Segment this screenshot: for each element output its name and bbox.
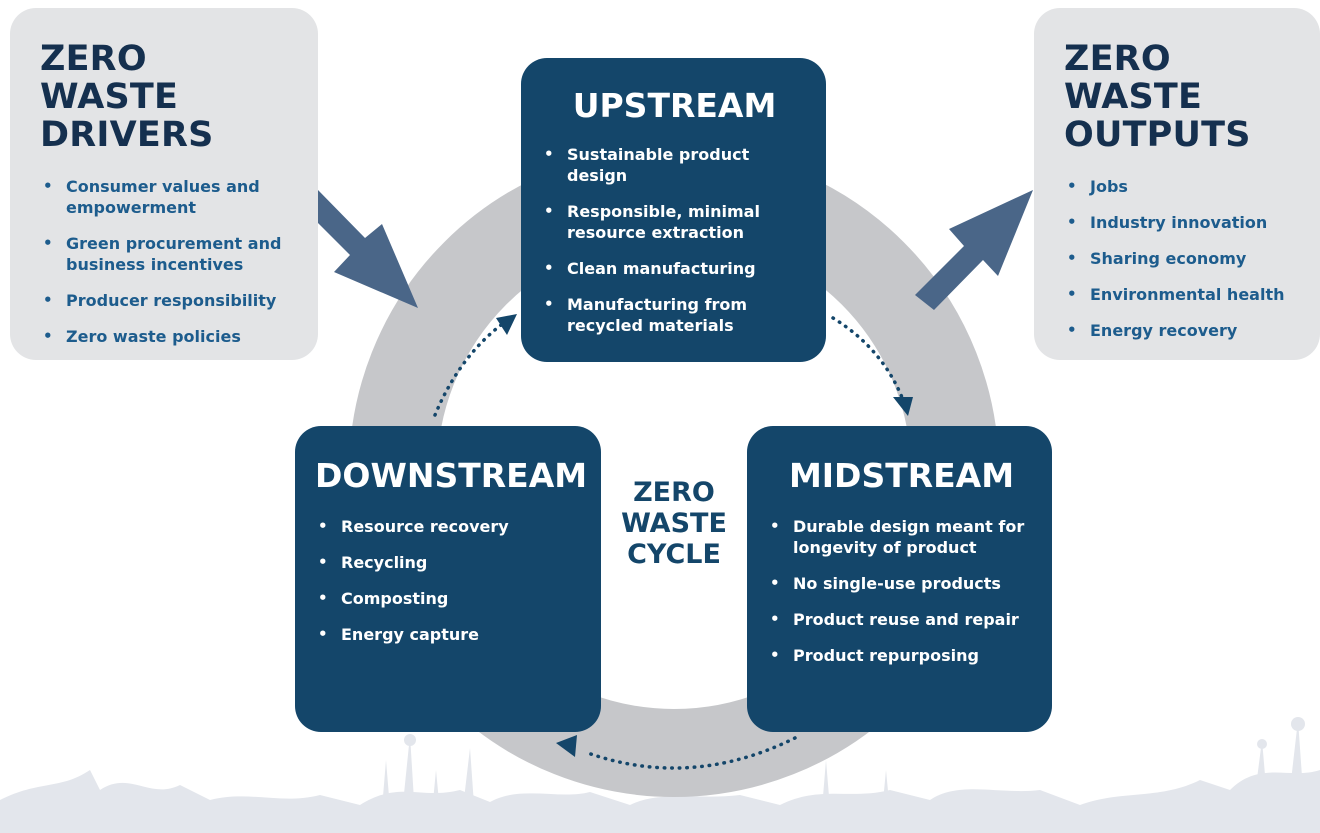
outputs-arrow-icon <box>915 190 1033 310</box>
list-item: Sustainable product design <box>541 144 808 186</box>
center-label-line-1: ZERO <box>633 477 715 508</box>
grass-decoration <box>0 717 1320 833</box>
dotted-arrow-downstream-to-upstream <box>433 320 507 417</box>
dotted-arrow-head-1-icon <box>893 397 913 416</box>
midstream-list: Durable design meant for longevity of pr… <box>767 516 1036 666</box>
midstream-card: MIDSTREAM Durable design meant for longe… <box>747 426 1052 732</box>
list-item: Manufacturing from recycled materials <box>541 294 808 336</box>
drivers-list: Consumer values and empowerment Green pr… <box>40 176 296 347</box>
list-item: Sharing economy <box>1064 248 1310 269</box>
outputs-card: ZERO WASTE OUTPUTS Jobs Industry innovat… <box>1034 8 1320 360</box>
list-item: Product reuse and repair <box>767 609 1036 630</box>
dotted-arrow-head-2-icon <box>556 735 577 757</box>
dotted-arrow-head-3-icon <box>496 314 517 335</box>
list-item: Consumer values and empowerment <box>40 176 296 218</box>
list-item: Recycling <box>315 552 583 573</box>
list-item: Composting <box>315 588 583 609</box>
list-item: Jobs <box>1064 176 1310 197</box>
drivers-title: ZERO WASTE DRIVERS <box>40 40 296 154</box>
downstream-title: DOWNSTREAM <box>315 456 588 495</box>
list-item: Energy recovery <box>1064 320 1310 341</box>
outputs-title-line-2: OUTPUTS <box>1064 115 1251 155</box>
list-item: Green procurement and business incentive… <box>40 233 296 275</box>
center-label-line-2: WASTE <box>621 508 727 539</box>
list-item: Clean manufacturing <box>541 258 808 279</box>
list-item: Energy capture <box>315 624 583 645</box>
list-item: Producer responsibility <box>40 290 296 311</box>
list-item: Responsible, minimal resource extraction <box>541 201 808 243</box>
drivers-arrow-icon <box>303 190 418 308</box>
list-item: Product repurposing <box>767 645 1036 666</box>
list-item: No single-use products <box>767 573 1036 594</box>
list-item: Durable design meant for longevity of pr… <box>767 516 1036 558</box>
drivers-title-line-1: ZERO WASTE <box>40 39 179 117</box>
drivers-card: ZERO WASTE DRIVERS Consumer values and e… <box>10 8 318 360</box>
midstream-title: MIDSTREAM <box>788 456 1015 495</box>
upstream-list: Sustainable product design Responsible, … <box>541 144 808 336</box>
outputs-title-line-1: ZERO WASTE <box>1064 39 1203 117</box>
drivers-title-line-2: DRIVERS <box>40 115 214 155</box>
downstream-card: DOWNSTREAM Resource recovery Recycling C… <box>295 426 601 732</box>
upstream-card: UPSTREAM Sustainable product design Resp… <box>521 58 826 362</box>
downstream-list: Resource recovery Recycling Composting E… <box>315 516 583 645</box>
cycle-center-label: ZERO WASTE CYCLE <box>598 477 750 570</box>
outputs-title: ZERO WASTE OUTPUTS <box>1064 40 1310 154</box>
upstream-title: UPSTREAM <box>572 86 777 125</box>
list-item: Industry innovation <box>1064 212 1310 233</box>
list-item: Zero waste policies <box>40 326 296 347</box>
center-label-line-3: CYCLE <box>627 539 721 570</box>
list-item: Environmental health <box>1064 284 1310 305</box>
outputs-list: Jobs Industry innovation Sharing economy… <box>1064 176 1310 341</box>
list-item: Resource recovery <box>315 516 583 537</box>
